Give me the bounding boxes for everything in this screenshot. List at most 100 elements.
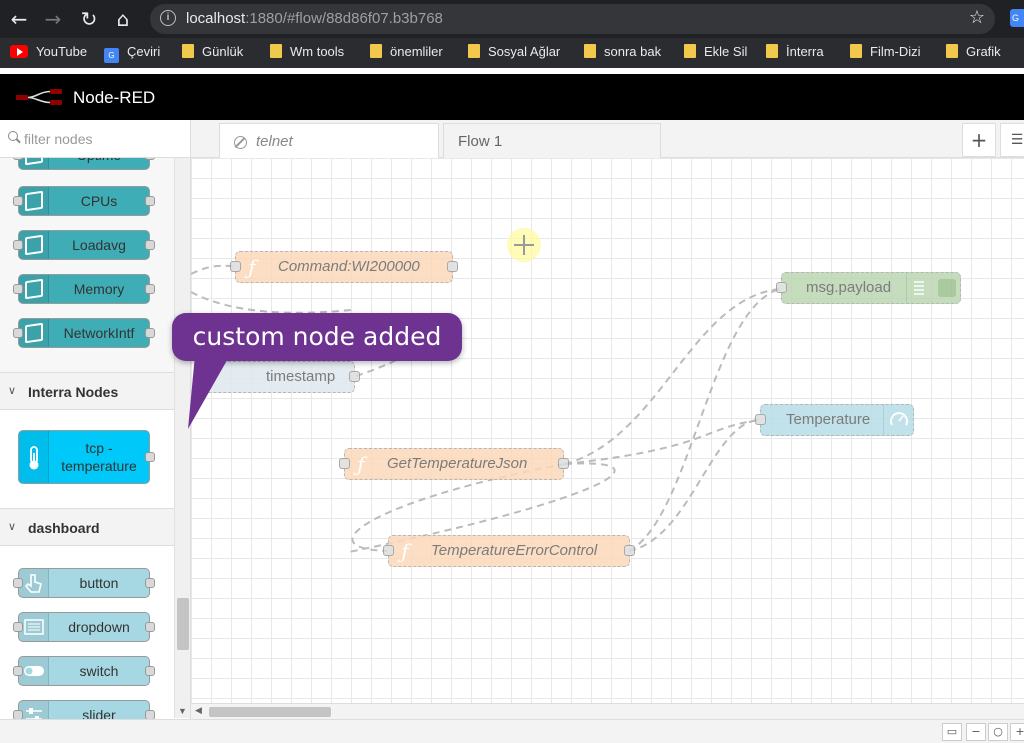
palette-node-networkintf[interactable]: NetworkIntf [13, 318, 155, 348]
output-port [145, 666, 155, 676]
bookmark-label: İnterra [786, 44, 824, 59]
output-port [145, 284, 155, 294]
bookmark-label: Günlük [202, 44, 244, 59]
category-label: Interra Nodes [28, 384, 119, 400]
home-button[interactable]: ⌂ [116, 7, 130, 31]
url-host: localhost [186, 10, 246, 27]
zoom-in-button[interactable]: + [1010, 723, 1024, 741]
scroll-down-arrow-icon[interactable]: ▼ [178, 706, 187, 716]
workspace-footer: ▭ − ○ + [0, 719, 1024, 743]
input-port[interactable] [776, 282, 787, 293]
flow-node-label: GetTemperatureJson [387, 455, 528, 472]
flow-node-temperature-error-control[interactable]: ƒ TemperatureErrorControl [383, 535, 635, 567]
node-label-line1: tcp - [85, 440, 113, 456]
palette-node-cpus[interactable]: CPUs [13, 186, 155, 216]
flow-node-msg-payload[interactable]: msg.payload [776, 272, 961, 304]
palette-scrollbar[interactable]: ▼ [174, 158, 190, 718]
palette-node-loadavg[interactable]: Loadavg [13, 230, 155, 260]
cube-icon [25, 190, 43, 212]
scroll-left-arrow-icon[interactable]: ◀ [195, 705, 202, 715]
flow-node-timestamp[interactable]: timestamp [203, 361, 360, 393]
palette-node-label: Uptime [49, 158, 149, 169]
output-port[interactable] [624, 545, 635, 556]
wire [191, 291, 352, 314]
list-tabs-button[interactable]: ☰ [1000, 123, 1024, 157]
output-port[interactable] [558, 458, 569, 469]
debug-list-icon [906, 273, 930, 303]
bookmarks-bar: YouTube G Çeviri Günlük Wm tools önemlile… [0, 38, 1024, 68]
palette-node-button[interactable]: button [13, 568, 155, 598]
star-icon[interactable]: ☆ [968, 7, 985, 28]
bookmark-sonra-bak[interactable]: sonra bak [584, 44, 661, 62]
palette-node-label: Memory [73, 281, 125, 297]
back-button[interactable]: ← [10, 7, 28, 31]
node-red-logo-icon [16, 89, 62, 105]
zoom-out-button[interactable]: − [966, 723, 986, 741]
palette-node-tcp-temperature[interactable]: tcp - temperature [18, 430, 155, 484]
input-port[interactable] [755, 414, 766, 425]
bookmark-ekle-sil[interactable]: Ekle Sil [684, 44, 747, 62]
folder-icon [684, 44, 696, 58]
output-port [145, 196, 155, 206]
bookmark-ceviri[interactable]: G Çeviri [104, 44, 161, 63]
reload-button[interactable]: ↻ [80, 7, 98, 31]
input-port [13, 284, 23, 294]
bookmark-youtube[interactable]: YouTube [10, 44, 87, 62]
info-icon[interactable]: i [160, 10, 176, 26]
bookmark-sosyal[interactable]: Sosyal Ağlar [468, 44, 560, 62]
input-port[interactable] [339, 458, 350, 469]
palette-node-dropdown[interactable]: dropdown [13, 612, 155, 642]
url-text[interactable]: localhost:1880/#flow/88d86f07.b3b768 [186, 10, 443, 27]
filter-placeholder: filter nodes [24, 131, 93, 147]
output-port[interactable] [447, 261, 458, 272]
bookmark-film-dizi[interactable]: Film-Dizi [850, 44, 921, 62]
disabled-icon [234, 136, 247, 149]
palette-node-switch[interactable]: switch [13, 656, 155, 686]
debug-toggle-button[interactable] [938, 279, 956, 297]
flow-node-temperature[interactable]: Temperature [755, 404, 914, 436]
flow-canvas[interactable]: ƒ Command:WI200000 timestamp msg.payload… [191, 158, 1024, 703]
category-dashboard[interactable]: ∨ dashboard [0, 508, 174, 546]
category-dashboard-body: button dropdown switch [0, 546, 174, 743]
bookmark-label: Çeviri [127, 44, 161, 59]
tab-telnet[interactable]: telnet [219, 123, 439, 158]
node-icon-box [19, 187, 49, 215]
folder-icon [370, 44, 382, 58]
flow-wires [191, 264, 781, 553]
palette-scrollbar-thumb[interactable] [177, 598, 189, 650]
flow-node-get-temperature-json[interactable]: ƒ GetTemperatureJson [339, 448, 569, 480]
node-icon-box [19, 613, 49, 641]
bookmark-onemliler[interactable]: önemliler [370, 44, 443, 62]
tab-flow-1[interactable]: Flow 1 [443, 123, 661, 158]
bookmark-wm-tools[interactable]: Wm tools [270, 44, 344, 62]
annotation-callout: custom node added [172, 313, 462, 361]
output-port[interactable] [349, 371, 360, 382]
address-bar[interactable]: i localhost:1880/#flow/88d86f07.b3b768 ☆ [150, 4, 995, 34]
input-port [13, 666, 23, 676]
bookmark-interra[interactable]: İnterra [766, 44, 824, 62]
input-port[interactable] [383, 545, 394, 556]
bookmark-label: önemliler [390, 44, 443, 59]
palette-node-memory[interactable]: Memory [13, 274, 155, 304]
canvas-scrollbar-thumb[interactable] [209, 707, 331, 717]
input-port[interactable] [230, 261, 241, 272]
zoom-reset-button[interactable]: ○ [988, 723, 1008, 741]
bookmark-grafik[interactable]: Grafik [946, 44, 1001, 62]
google-translate-icon: G [104, 48, 119, 63]
canvas-horizontal-scrollbar[interactable]: ◀ [191, 703, 1024, 719]
palette-node-uptime[interactable]: Uptime [13, 158, 155, 170]
forward-button[interactable]: → [44, 7, 62, 31]
map-icon[interactable]: ▭ [942, 723, 962, 741]
category-interra-nodes[interactable]: ∨ Interra Nodes [0, 372, 174, 410]
flow-node-command[interactable]: ƒ Command:WI200000 [230, 251, 458, 283]
output-port [145, 452, 155, 462]
output-port [145, 328, 155, 338]
input-port [13, 240, 23, 250]
filter-nodes-input[interactable]: filter nodes [0, 120, 190, 158]
browser-toolbar: ← → ↻ ⌂ i localhost:1880/#flow/88d86f07.… [0, 0, 1024, 38]
bookmark-gunluk[interactable]: Günlük [182, 44, 243, 62]
bookmark-label: Wm tools [290, 44, 345, 59]
add-tab-button[interactable]: + [962, 123, 996, 157]
search-icon [8, 131, 18, 141]
extension-icon[interactable]: G [1010, 9, 1024, 27]
